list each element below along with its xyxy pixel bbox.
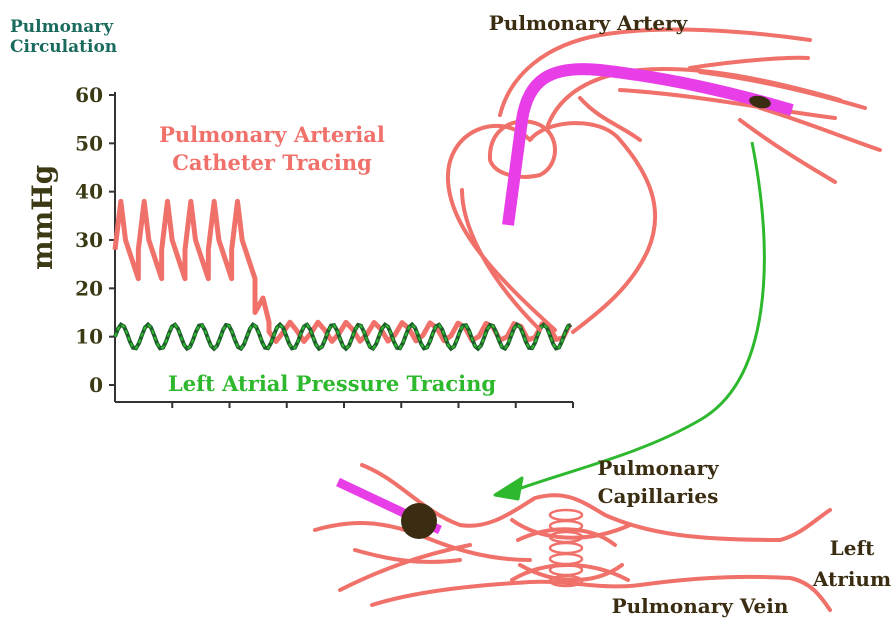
pressure-chart: 0 10 20 30 40 50 60 mmHg Pulmonary Arterial Ca… (26, 83, 573, 408)
y-tick-label: 10 (75, 325, 103, 349)
capillaries-label: Pulmonary (597, 456, 720, 480)
pa-catheter-trace (115, 201, 570, 341)
left-atrium-label-2: Atrium (812, 567, 891, 591)
y-tick-label: 30 (75, 228, 103, 252)
y-tick-label: 0 (89, 373, 103, 397)
diagram-title: Pulmonary Circulation (10, 17, 119, 57)
wedged-balloon (401, 503, 437, 539)
capillaries-label-2: Capillaries (598, 484, 719, 508)
capillary-loops (550, 510, 582, 586)
capillary-vessel (315, 465, 830, 610)
y-tick-label: 50 (75, 131, 103, 155)
capillary-loop (550, 510, 582, 520)
y-axis-label: mmHg (26, 165, 59, 270)
catheter-tracing-label: Pulmonary Arterial (159, 122, 385, 147)
capillary-loop (550, 543, 582, 553)
left-atrium-label: Left (830, 536, 875, 560)
flow-arrow (495, 142, 764, 499)
pulmonary-artery-label: Pulmonary Artery (489, 11, 689, 35)
left-atrial-tracing-label: Left Atrial Pressure Tracing (168, 371, 496, 396)
capillary-loop (550, 554, 582, 564)
y-tick-label: 20 (75, 276, 103, 300)
y-tick-label: 60 (75, 83, 103, 107)
pulmonary-vein-label: Pulmonary Vein (612, 594, 789, 618)
catheter-tracing-label-2: Catheter Tracing (172, 150, 372, 175)
y-tick-label: 40 (75, 180, 103, 204)
